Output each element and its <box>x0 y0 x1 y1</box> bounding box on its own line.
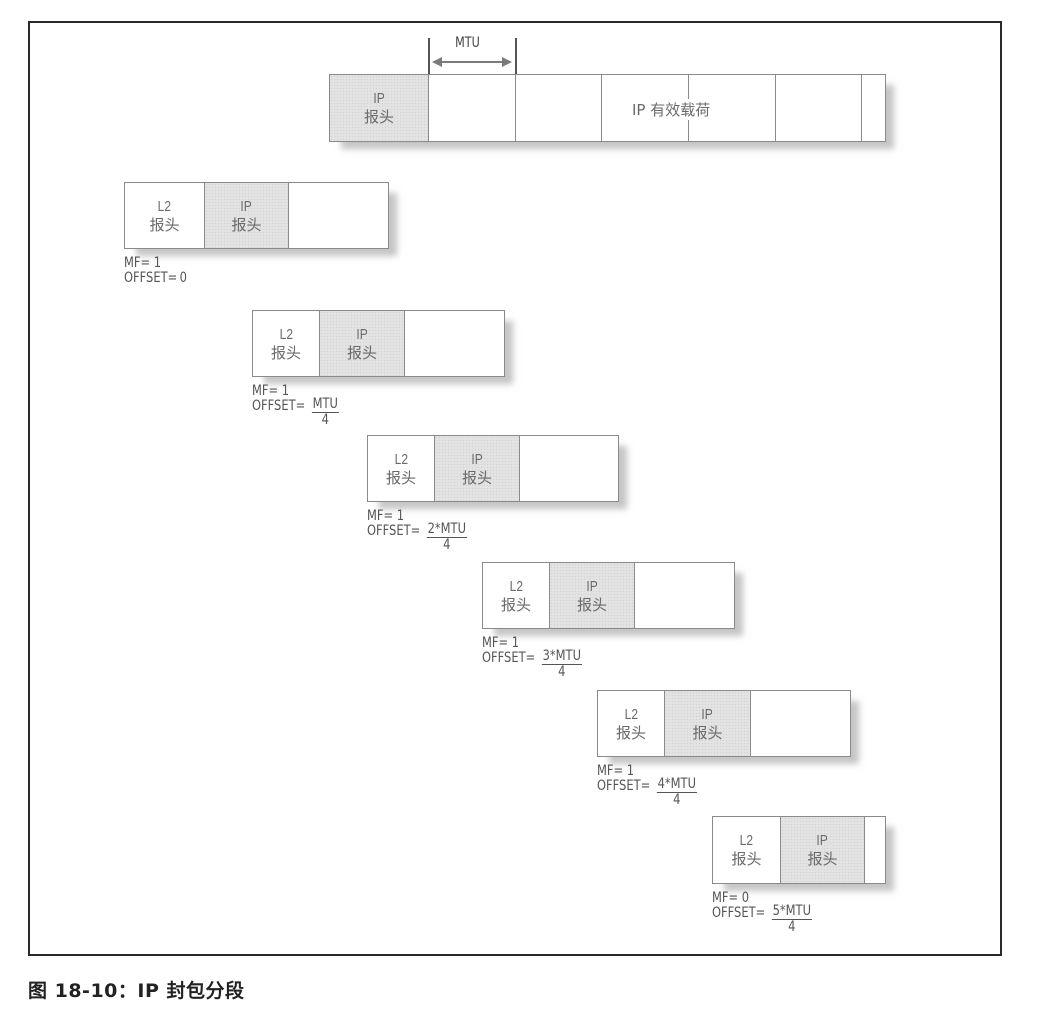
mtu-tick-left <box>428 38 430 74</box>
fragment-1-fields: MF= 1 OFFSET=0 <box>124 256 187 286</box>
ip-header-sublabel: 报头 <box>363 108 394 126</box>
l2-header-sublabel: 报头 <box>385 468 416 487</box>
ip-header-label: IP <box>240 197 253 215</box>
fragment-5: L2 报头 IP 报头 <box>597 690 851 757</box>
ip-header-label: IP <box>701 705 714 723</box>
ip-header-label: IP <box>816 832 829 849</box>
mtu-arrow-left-icon <box>432 57 442 67</box>
l2-header-sublabel: 报头 <box>270 343 301 362</box>
mtu-arrow-right-icon <box>502 57 512 67</box>
fragment-2: L2 报头 IP 报头 <box>252 310 505 377</box>
ip-header-sublabel: 报头 <box>346 343 377 362</box>
ip-header-sublabel: 报头 <box>461 468 492 487</box>
figure-caption: 图 18-10：IP 封包分段 <box>28 980 245 1002</box>
original-ip-packet: IP 报头 <box>329 74 886 142</box>
offset-label: OFFSET= <box>597 778 651 794</box>
ip-header-cell: IP 报头 <box>550 563 635 628</box>
l2-header-label: L2 <box>624 705 638 723</box>
l2-header-sublabel: 报头 <box>149 215 180 234</box>
mtu-label: MTU <box>455 35 480 51</box>
mf-flag: MF= 1 <box>124 255 162 271</box>
ip-header-label: IP <box>356 325 368 343</box>
l2-header-cell: L2 报头 <box>253 311 320 376</box>
ip-header-label: IP <box>471 450 483 468</box>
ip-header-cell: IP 报头 <box>435 436 520 501</box>
mf-flag: MF= 1 <box>482 635 520 651</box>
fragment-payload-cell <box>289 183 388 248</box>
fragment-4: L2 报头 IP 报头 <box>482 562 735 629</box>
l2-header-cell: L2 报头 <box>598 691 665 756</box>
ip-header-sublabel: 报头 <box>692 723 723 742</box>
fragment-payload-cell <box>405 311 504 376</box>
offset-numerator: 3*MTU <box>541 648 582 665</box>
ip-header-sublabel: 报头 <box>231 215 262 234</box>
mtu-arrow-shaft <box>440 61 504 63</box>
mf-flag: MF= 0 <box>712 890 750 906</box>
ip-header-cell: IP 报头 <box>205 183 289 248</box>
l2-header-label: L2 <box>279 325 293 343</box>
fragment-1: L2 报头 IP 报头 <box>124 182 389 249</box>
payload-segment-4 <box>689 75 776 141</box>
offset-numerator: 5*MTU <box>771 903 812 920</box>
mf-flag: MF= 1 <box>252 383 290 399</box>
l2-header-label: L2 <box>509 577 523 595</box>
ip-header-label: IP <box>373 90 385 107</box>
payload-segment-1 <box>429 75 516 141</box>
l2-header-cell: L2 报头 <box>125 183 205 248</box>
l2-header-label: L2 <box>394 450 408 468</box>
l2-header-sublabel: 报头 <box>615 723 646 742</box>
fragment-payload-cell <box>865 817 885 883</box>
offset-value: 0 <box>179 270 187 286</box>
fragment-6: L2 报头 IP 报头 <box>712 816 886 884</box>
fragment-payload-cell <box>520 436 618 501</box>
offset-label: OFFSET= <box>482 650 536 666</box>
l2-header-label: L2 <box>739 832 754 849</box>
fragment-payload-cell <box>635 563 734 628</box>
offset-denominator: 4 <box>558 664 566 680</box>
l2-header-label: L2 <box>157 197 172 215</box>
offset-label: OFFSET= <box>367 523 421 539</box>
payload-segment-6 <box>862 75 885 141</box>
offset-numerator: MTU <box>311 396 339 413</box>
offset-label: OFFSET= <box>712 905 766 921</box>
ip-header-cell: IP 报头 <box>320 311 405 376</box>
ip-payload-label: IP 有效载荷 <box>632 99 711 120</box>
payload-segment-5 <box>776 75 862 141</box>
ip-header-cell: IP 报头 <box>330 75 429 141</box>
l2-header-sublabel: 报头 <box>500 595 531 614</box>
offset-denominator: 4 <box>673 792 681 808</box>
offset-label: OFFSET= <box>124 270 178 286</box>
ip-header-sublabel: 报头 <box>807 850 838 868</box>
fragment-3: L2 报头 IP 报头 <box>367 435 619 502</box>
fragment-payload-cell <box>751 691 850 756</box>
ip-header-cell: IP 报头 <box>781 817 865 883</box>
offset-denominator: 4 <box>443 537 451 553</box>
offset-denominator: 4 <box>788 919 796 935</box>
offset-denominator: 4 <box>321 412 329 428</box>
ip-header-cell: IP 报头 <box>665 691 751 756</box>
mtu-tick-right <box>515 38 517 74</box>
l2-header-cell: L2 报头 <box>483 563 550 628</box>
l2-header-cell: L2 报头 <box>713 817 781 883</box>
offset-numerator: 4*MTU <box>656 776 697 793</box>
ip-header-label: IP <box>586 577 598 595</box>
ip-header-sublabel: 报头 <box>576 595 607 614</box>
offset-numerator: 2*MTU <box>426 521 467 538</box>
payload-segment-2 <box>516 75 602 141</box>
mf-flag: MF= 1 <box>367 508 405 524</box>
mf-flag: MF= 1 <box>597 763 635 779</box>
offset-label: OFFSET= <box>252 398 306 414</box>
l2-header-cell: L2 报头 <box>368 436 435 501</box>
l2-header-sublabel: 报头 <box>731 850 762 868</box>
